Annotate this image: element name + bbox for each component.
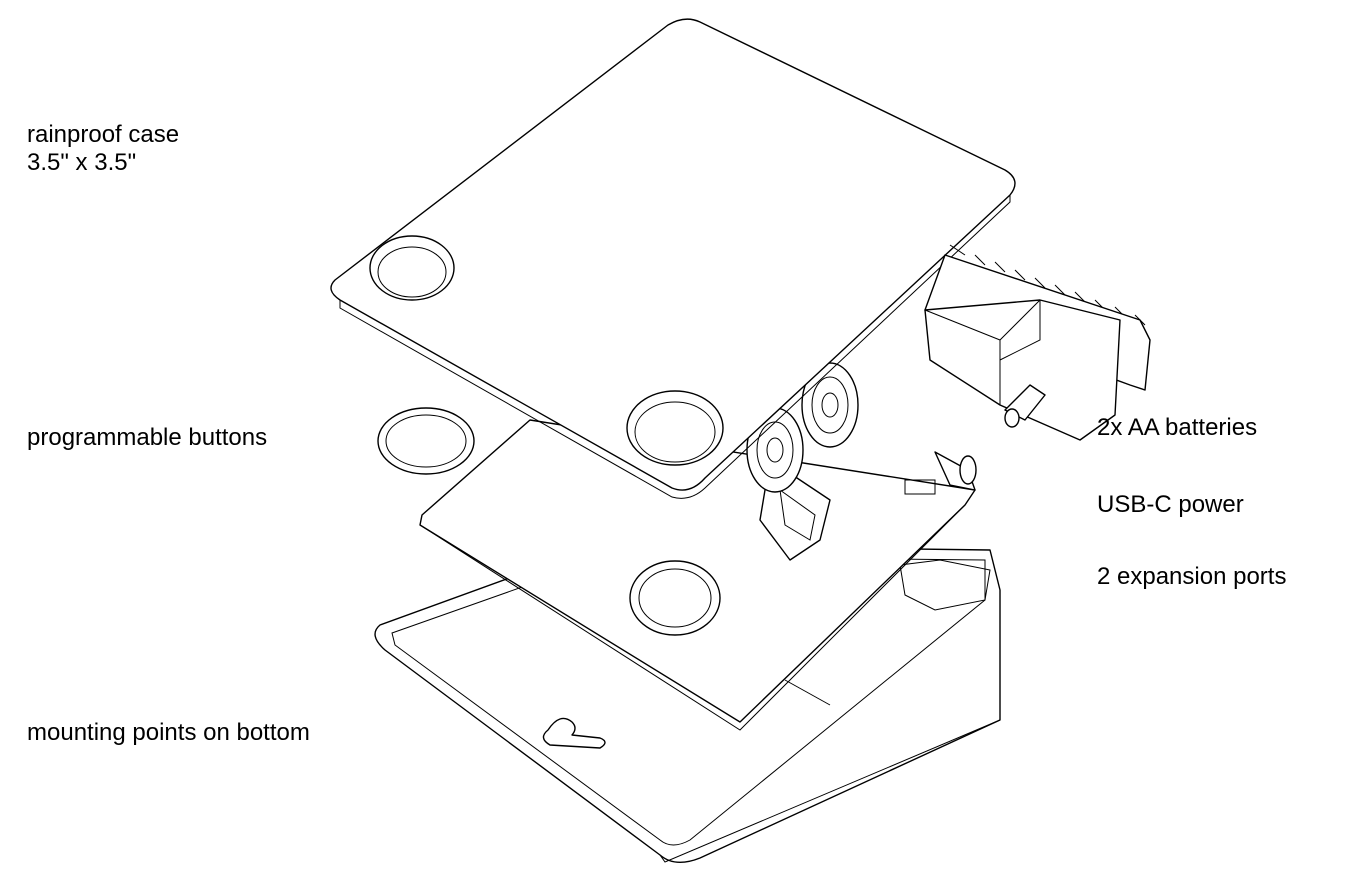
expansion-label: 2 expansion ports bbox=[1097, 563, 1287, 590]
top-lid bbox=[330, 18, 1016, 499]
bottom-tray bbox=[374, 544, 1001, 863]
buttons bbox=[377, 362, 859, 493]
buttons-label: programmable buttons bbox=[27, 424, 268, 451]
keyhole-mount-icon bbox=[542, 717, 606, 749]
case-label: rainproof case bbox=[27, 121, 180, 148]
usb-c-port bbox=[959, 455, 977, 485]
usb-label: USB-C power bbox=[1097, 491, 1244, 518]
battery-pack bbox=[924, 244, 1151, 441]
batteries-label: 2x AA batteries bbox=[1097, 414, 1258, 441]
mounting-label: mounting points on bottom bbox=[27, 719, 310, 746]
case-size-label: 3.5" x 3.5" bbox=[27, 149, 137, 176]
